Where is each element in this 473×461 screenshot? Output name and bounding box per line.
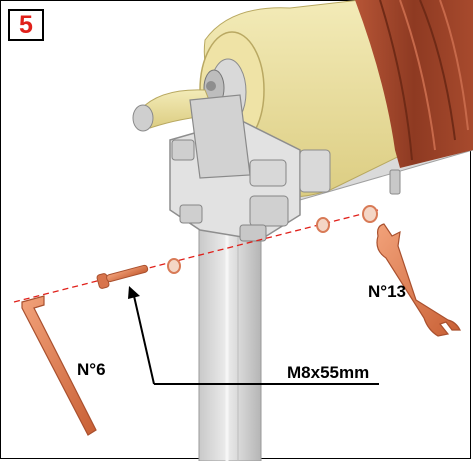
washer-icon (167, 205, 378, 274)
allen-key-icon (21, 295, 97, 436)
support-post (198, 204, 262, 461)
step-number-badge: 5 (8, 9, 44, 41)
mounting-bracket (169, 94, 401, 242)
leather-belt (355, 0, 473, 168)
bolt-size-label: M8x55mm (287, 363, 370, 382)
allen-key-size-label: N°6 (77, 360, 106, 379)
bolt-icon (96, 264, 149, 289)
open-end-wrench-icon (376, 223, 461, 337)
bolt-callout-arrow (128, 286, 379, 385)
wrench-size-label: N°13 (368, 282, 406, 301)
step-number: 5 (19, 10, 33, 39)
